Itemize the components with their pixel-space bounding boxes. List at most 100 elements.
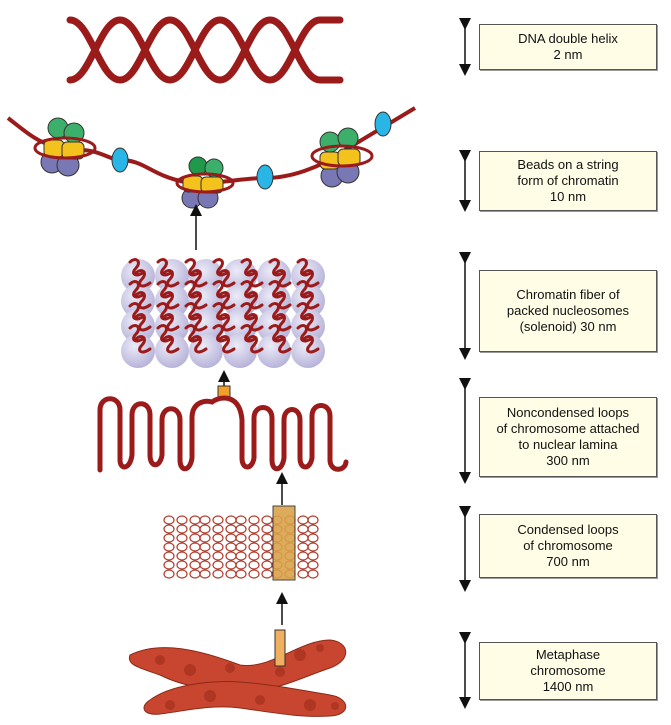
chromatin-loop <box>307 569 319 579</box>
label-line: 700 nm <box>546 554 590 569</box>
chromatin-loop <box>261 524 273 534</box>
dna-coil <box>296 302 314 321</box>
dna-coil <box>156 302 174 321</box>
dna-coil <box>212 280 230 299</box>
nucleosome-sphere <box>121 334 155 368</box>
dna-coil <box>162 269 180 288</box>
chromatin-loop <box>235 551 247 561</box>
noncondensed-loops <box>97 395 349 473</box>
label-line: Metaphase <box>535 647 601 662</box>
dna-coil <box>190 269 208 288</box>
dna-coil <box>274 269 292 288</box>
dna-coil <box>302 335 320 354</box>
label-line: chromosome <box>530 663 606 678</box>
dna-coil <box>134 291 152 310</box>
dna-coil <box>268 324 286 343</box>
dna-coil <box>268 258 286 277</box>
dna-coil <box>184 302 202 321</box>
chromatin-loop <box>307 524 319 534</box>
dna-coil <box>218 291 236 310</box>
chromatin-loop <box>261 551 273 561</box>
dna-coil <box>240 302 258 321</box>
chromatin-loop <box>212 515 224 525</box>
dna-coil <box>184 280 202 299</box>
dna-coil <box>302 313 320 332</box>
dna-coil <box>128 280 146 299</box>
dna-coil <box>302 291 320 310</box>
chromatin-loop <box>189 524 201 534</box>
linker-histone-icon <box>374 111 392 137</box>
chromatin-loop <box>225 569 237 579</box>
linker-histone-icon <box>111 147 129 173</box>
chromatin-loop <box>199 551 211 561</box>
chromatin-loop <box>176 533 188 543</box>
chromatin-loop <box>307 515 319 525</box>
chromatin-loop <box>189 533 201 543</box>
dna-coil <box>212 258 230 277</box>
nucleosome-sphere <box>189 334 223 368</box>
dna-coil <box>218 269 236 288</box>
nucleosome-icon <box>175 156 235 209</box>
chromatin-loop <box>199 533 211 543</box>
chromatin-loop <box>261 533 273 543</box>
linker-histone-icon <box>256 164 274 190</box>
label-line: to nuclear lamina <box>518 437 618 452</box>
chromatin-loop <box>235 524 247 534</box>
dna-coil <box>274 291 292 310</box>
chromatin-loop <box>189 569 201 579</box>
dna-coil <box>240 258 258 277</box>
dna-coil <box>128 324 146 343</box>
chromatin-loop <box>297 515 309 525</box>
dna-coil <box>156 280 174 299</box>
chromatin-loop <box>199 524 211 534</box>
chromatin-loop <box>297 560 309 570</box>
chromatin-loop <box>297 524 309 534</box>
chromatin-loop <box>199 542 211 552</box>
chromatin-loop <box>189 542 201 552</box>
protein-scaffold <box>272 505 296 581</box>
dna-coil <box>134 335 152 354</box>
chromatin-loop <box>189 560 201 570</box>
metaphase-chromosome <box>128 629 347 717</box>
chromatin-loop <box>248 560 260 570</box>
chromatin-loop <box>189 551 201 561</box>
dna-coil <box>302 269 320 288</box>
dna-coil <box>190 291 208 310</box>
chromatin-loop <box>176 551 188 561</box>
nucleosome-icon <box>310 127 374 188</box>
dna-coil <box>246 291 264 310</box>
chromatin-loop <box>307 551 319 561</box>
dna-coil <box>156 324 174 343</box>
label-line: DNA double helix <box>518 31 618 46</box>
chromatin-loop <box>235 542 247 552</box>
chromatin-loop <box>261 515 273 525</box>
chromatin-loop <box>212 533 224 543</box>
label-line: Chromatin fiber of <box>516 287 620 302</box>
chromatin-loop <box>225 533 237 543</box>
chromatin-loop <box>235 569 247 579</box>
chromatin-loop <box>235 560 247 570</box>
dna-coil <box>162 313 180 332</box>
chromatin-loop <box>212 524 224 534</box>
chromatin-loop <box>248 551 260 561</box>
dna-coil <box>190 335 208 354</box>
label-line: 10 nm <box>549 189 587 204</box>
chromatin-loop <box>163 542 175 552</box>
label-line: 1400 nm <box>542 679 594 694</box>
dna-coil <box>296 258 314 277</box>
chromatin-loop <box>261 560 273 570</box>
dna-double-helix <box>66 16 344 84</box>
dna-coil <box>240 280 258 299</box>
label-line: of chromosome attached <box>496 421 640 436</box>
chromatin-loop <box>307 533 319 543</box>
dna-coil <box>128 302 146 321</box>
dna-coil <box>218 335 236 354</box>
dna-coil <box>212 302 230 321</box>
chromatin-loop <box>212 542 224 552</box>
dna-coil <box>212 324 230 343</box>
label-line: 300 nm <box>546 453 590 468</box>
